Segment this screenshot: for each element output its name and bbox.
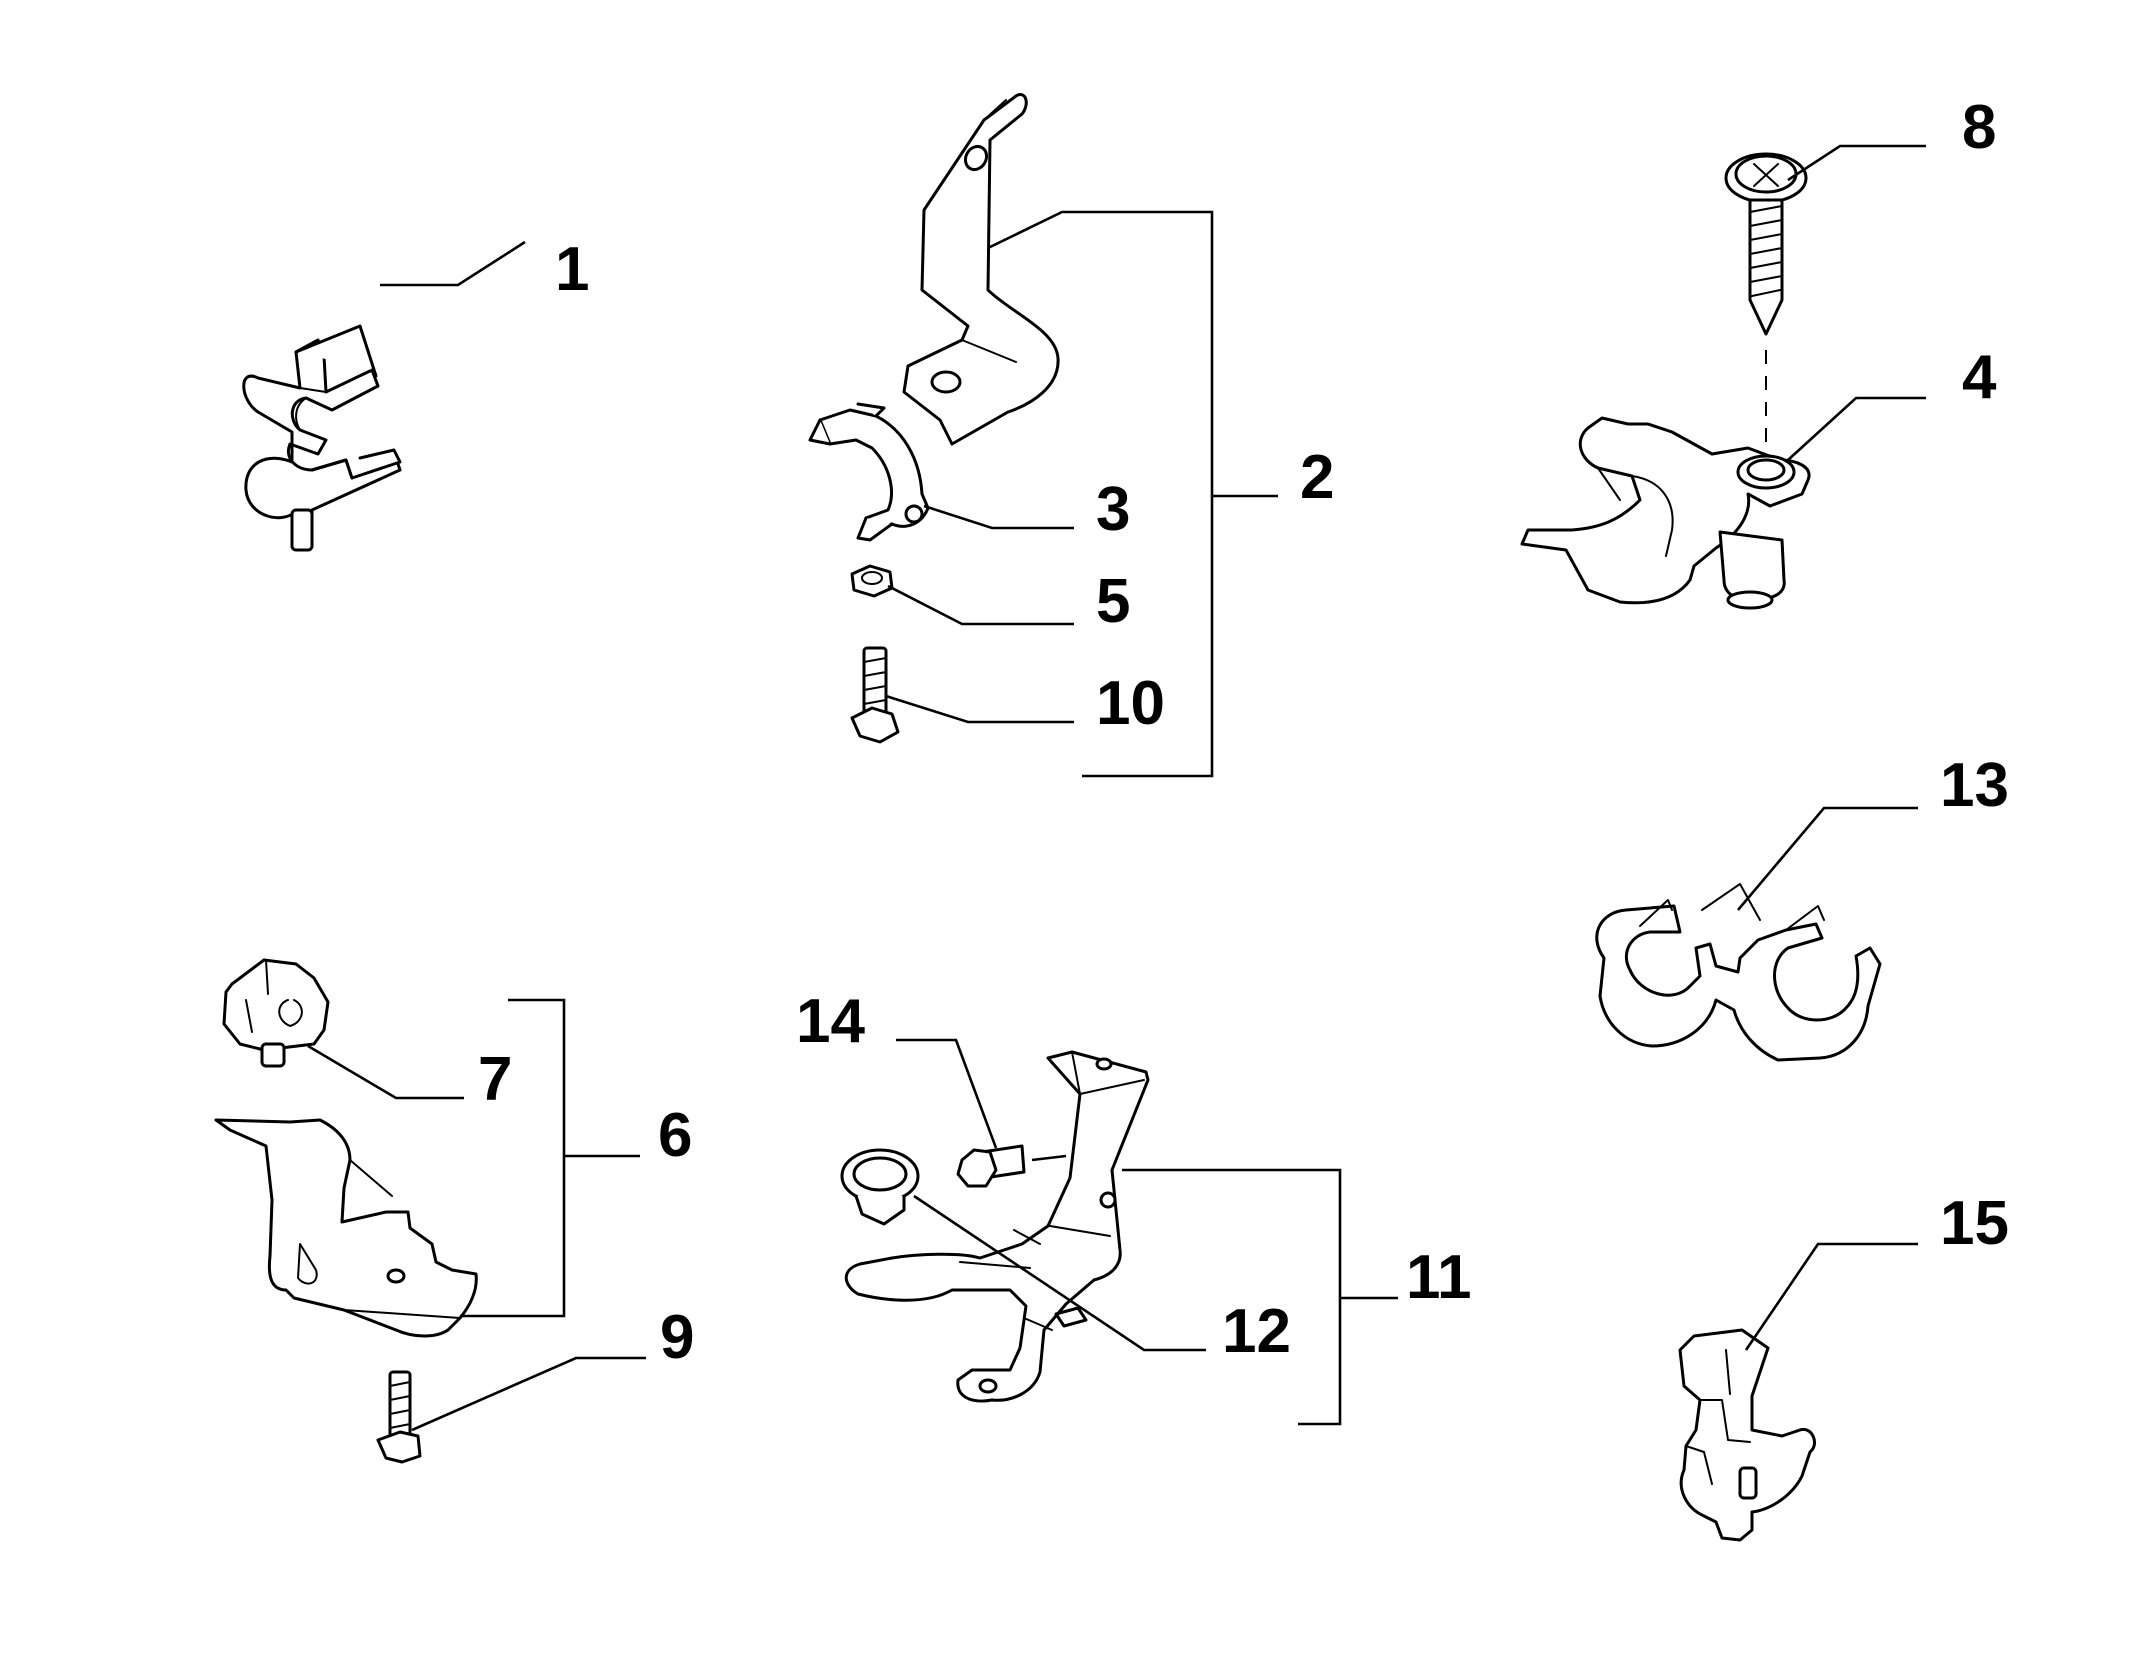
axis-14-11 xyxy=(1031,1154,1067,1162)
part-1-cable-clip xyxy=(242,324,402,552)
part-5-nut xyxy=(850,564,894,598)
part-13-double-clip xyxy=(1595,883,1882,1062)
part-4-eyelet-clip xyxy=(1520,416,1811,610)
leader-13 xyxy=(1737,806,1918,911)
part-14-bolt xyxy=(956,1144,1026,1188)
callout-3: 3 xyxy=(1096,475,1130,544)
part-15-clip xyxy=(1678,1328,1816,1542)
callout-11: 11 xyxy=(1406,1243,1472,1312)
callout-8: 8 xyxy=(1962,93,1996,162)
part-7-u-nut xyxy=(222,958,330,1068)
part-12-grommet xyxy=(840,1148,920,1226)
callout-labels: 1 2 3 5 10 8 4 13 15 7 6 9 14 11 12 xyxy=(478,93,2009,1372)
leader-4 xyxy=(1787,396,1926,461)
callout-1: 1 xyxy=(555,235,589,304)
callout-14: 14 xyxy=(796,987,865,1056)
callout-9: 9 xyxy=(660,1303,694,1372)
callout-12: 12 xyxy=(1222,1297,1291,1366)
leader-12 xyxy=(913,1194,1206,1352)
part-11-bracket xyxy=(844,1050,1150,1403)
callout-10: 10 xyxy=(1096,669,1165,738)
part-9-bolt xyxy=(376,1370,422,1464)
part-10-bolt xyxy=(850,646,900,744)
leader-lines xyxy=(307,144,1926,1432)
leader-14 xyxy=(896,1038,998,1149)
leader-6-bracket xyxy=(460,998,566,1318)
callout-13: 13 xyxy=(1940,751,2009,820)
leader-2-bracket xyxy=(987,210,1214,778)
leader-3 xyxy=(923,504,1074,530)
leader-9 xyxy=(411,1356,646,1432)
callout-4: 4 xyxy=(1962,343,1997,412)
part-2-bracket xyxy=(902,93,1060,446)
callout-15: 15 xyxy=(1940,1189,2009,1258)
part-3-saddle-clamp xyxy=(808,402,930,542)
leader-15 xyxy=(1744,1242,1918,1351)
callout-5: 5 xyxy=(1096,567,1130,636)
leader-10 xyxy=(885,694,1074,724)
part-6-bracket xyxy=(214,1118,478,1338)
leader-1 xyxy=(380,240,526,287)
leader-7 xyxy=(307,1044,464,1100)
callout-6: 6 xyxy=(658,1101,692,1170)
leader-5 xyxy=(887,584,1074,626)
part-8-screw xyxy=(1724,152,1808,336)
callout-7: 7 xyxy=(478,1045,512,1114)
leader-8 xyxy=(1787,144,1926,182)
callout-2: 2 xyxy=(1300,443,1334,512)
